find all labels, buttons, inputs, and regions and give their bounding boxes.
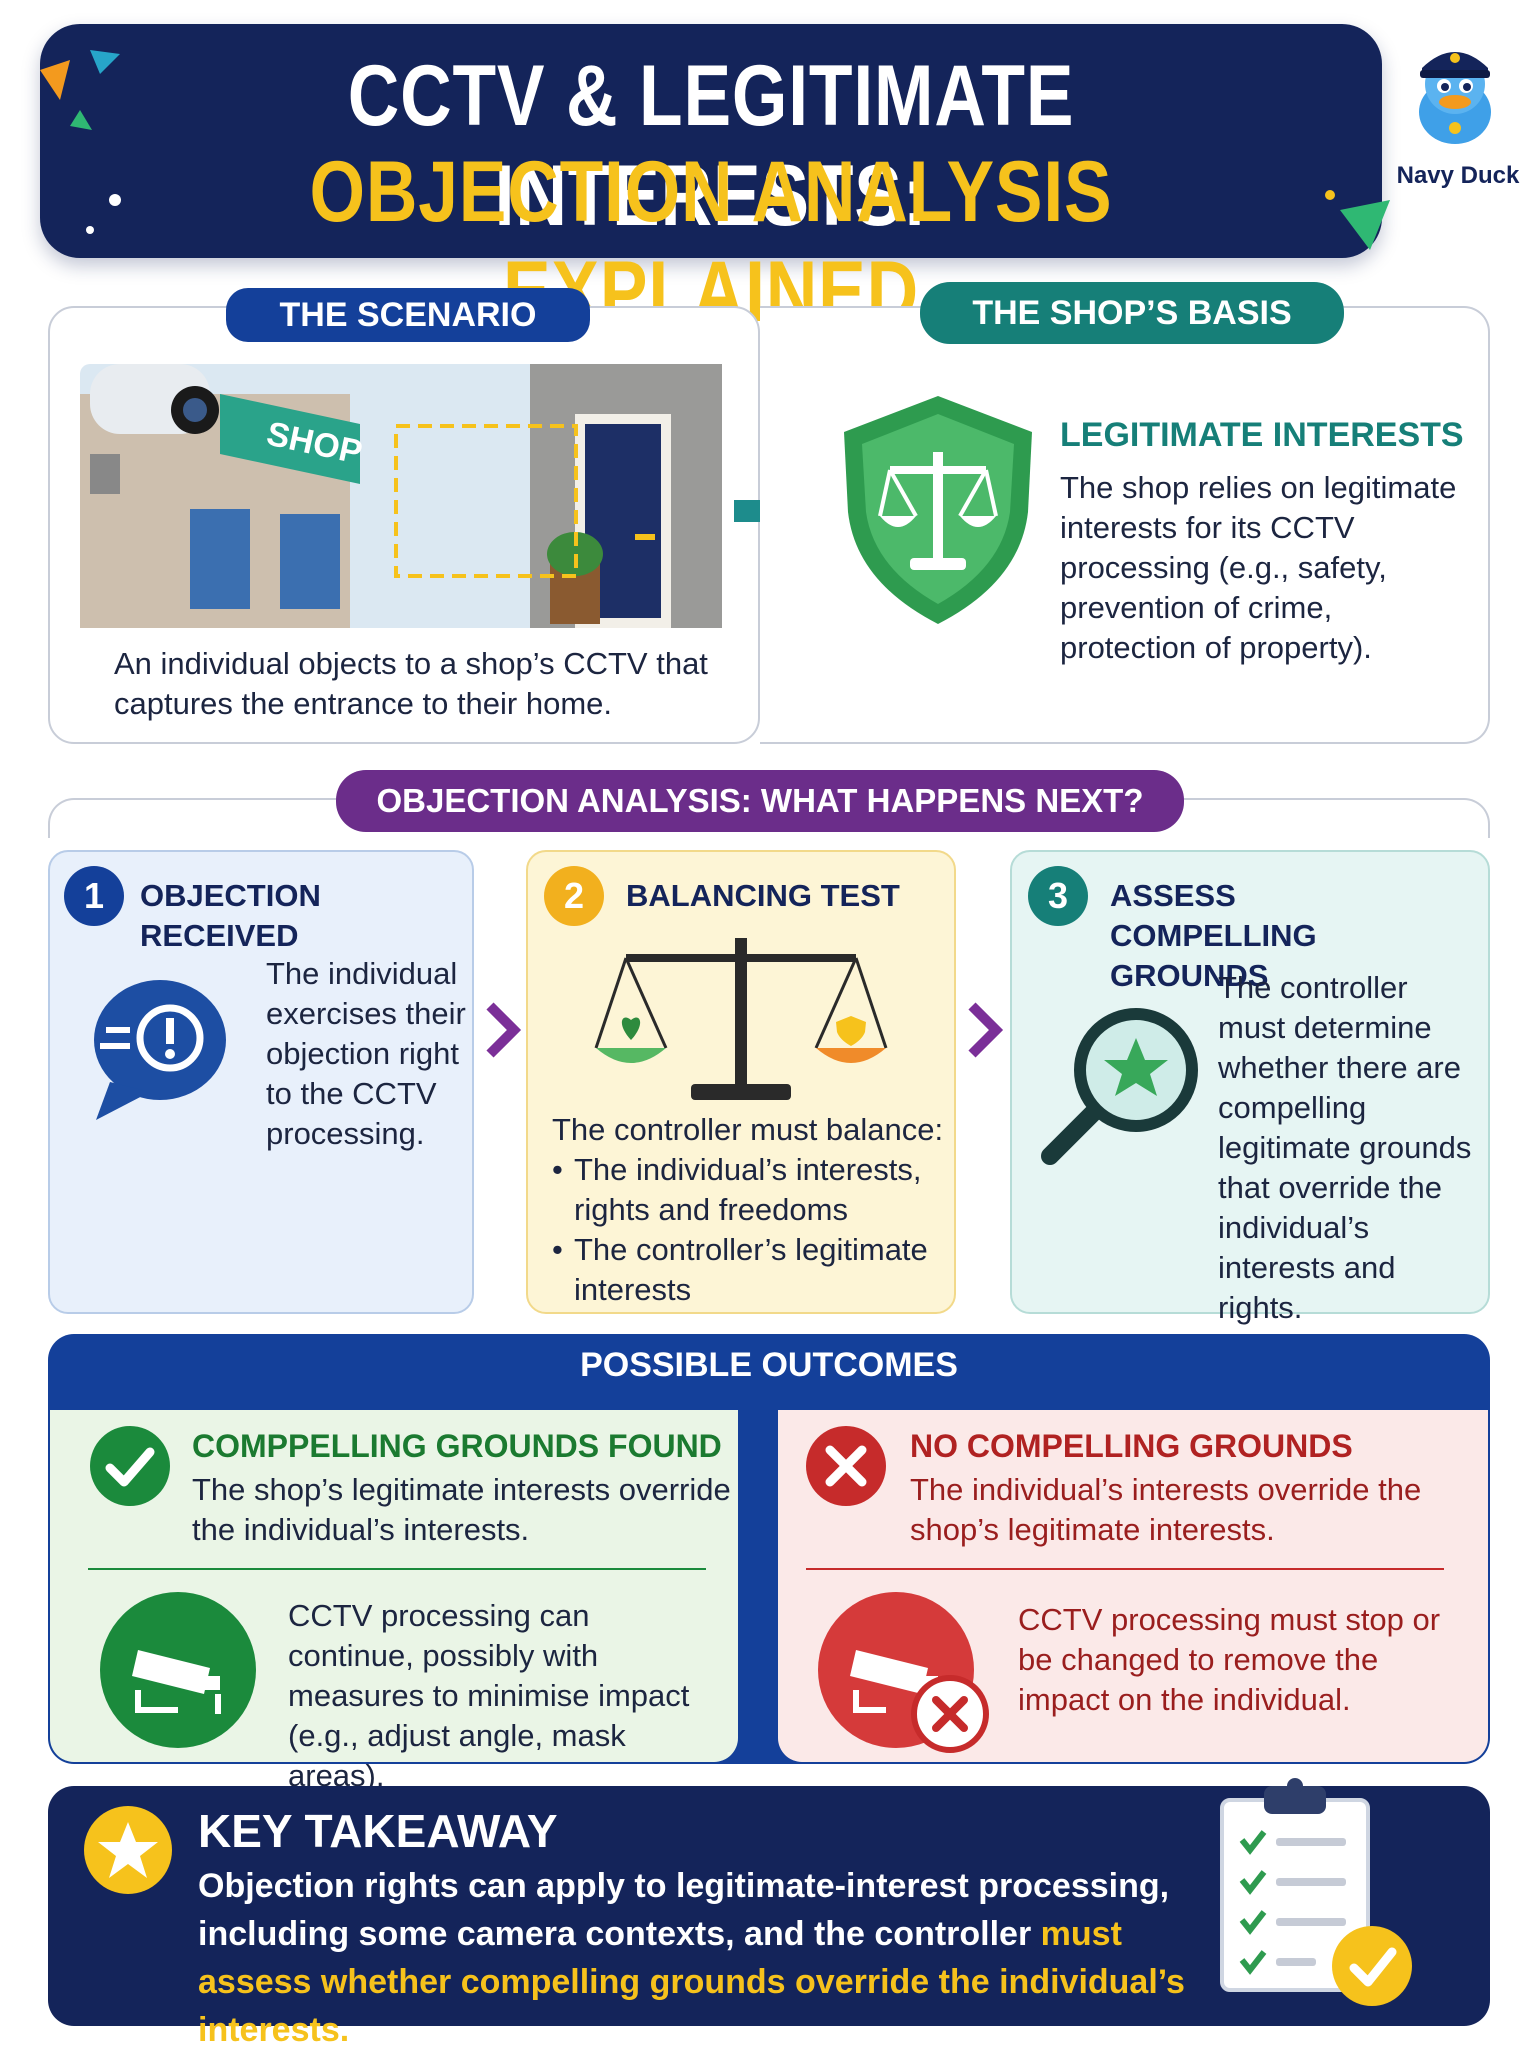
step-1-text: The individual exercises their objection…: [266, 956, 466, 1151]
outcome-none-text: The individual’s interests override the …: [910, 1472, 1422, 1547]
magnifier-star-icon: [1041, 1008, 1198, 1165]
clipboard-checklist-icon: [1220, 1778, 1412, 2006]
brand-name: Navy Duck: [1396, 162, 1520, 189]
check-circle-icon: [90, 1426, 170, 1506]
outcome-none-divider: [806, 1568, 1444, 1570]
chevron-right-icon-2: [968, 1002, 1004, 1058]
scenario-text: An individual objects to a shop’s CCTV t…: [114, 646, 708, 721]
step-2-number: 2: [544, 866, 604, 926]
scenario-label: THE SCENARIO: [226, 288, 590, 342]
outcome-none-title: NO COMPELLING GROUNDS: [910, 1428, 1353, 1464]
shield-scales-icon: [844, 396, 1032, 624]
step-3-title: ASSESS COMPELLING GROUNDS: [1110, 878, 1317, 993]
basis-label: THE SHOP’S BASIS: [920, 282, 1344, 344]
outcome-found-text: The shop’s legitimate interests override…: [192, 1472, 731, 1547]
header-banner: [40, 24, 1382, 258]
takeaway-title: KEY TAKEAWAY: [198, 1804, 898, 1858]
step-2-bullets: The individual’s interests, rights and f…: [552, 1150, 942, 1310]
camera-blocked-icon: [818, 1592, 989, 1753]
basis-text: The shop relies on legitimate interests …: [1060, 470, 1457, 665]
outcome-found-divider: [88, 1568, 706, 1570]
analysis-label: OBJECTION ANALYSIS: WHAT HAPPENS NEXT?: [336, 770, 1184, 832]
duck-logo: [1419, 52, 1491, 144]
star-badge-icon: [84, 1806, 172, 1894]
step-2-bullet-2: The controller’s legitimate interests: [552, 1230, 942, 1310]
outcome-found-result: CCTV processing can continue, possibly w…: [288, 1598, 690, 1793]
step-1-number: 1: [64, 866, 124, 926]
confetti-icon-right: [1325, 190, 1390, 250]
takeaway-title-text: KEY TAKEAWAY: [198, 1805, 558, 1857]
step-2-title: BALANCING TEST: [626, 878, 900, 913]
outcomes-label: POSSIBLE OUTCOMES: [580, 1346, 958, 1384]
step-3-number: 3: [1028, 866, 1088, 926]
chevron-right-icon: [486, 1002, 522, 1058]
step-3-text: The controller must determine whether th…: [1218, 970, 1472, 1325]
outcome-none-result: CCTV processing must stop or be changed …: [1018, 1602, 1441, 1717]
balance-scale-icon: [594, 938, 888, 1100]
step-2-bullet-1: The individual’s interests, rights and f…: [552, 1150, 942, 1230]
takeaway-text-highlight: must assess whether compelling grounds o…: [198, 1915, 1185, 2048]
confetti-icon: [40, 50, 121, 234]
step-2-intro: The controller must balance:: [552, 1112, 944, 1147]
step-1-title: OBJECTION RECEIVED: [140, 878, 321, 953]
x-circle-icon: [806, 1426, 886, 1506]
speech-alert-icon: [94, 980, 226, 1120]
outcome-found-title: COMPPELLING GROUNDS FOUND: [192, 1428, 722, 1464]
shop-illustration: SHOP: [80, 364, 722, 628]
takeaway-text-plain: Objection rights can apply to legitimate…: [198, 1867, 1170, 1953]
camera-ok-icon: [100, 1592, 256, 1748]
takeaway-text: Objection rights can apply to legitimate…: [198, 1862, 1198, 2048]
title-line-1: CCTV & LEGITIMATE INTERESTS:: [347, 48, 1075, 244]
basis-heading: LEGITIMATE INTERESTS: [1060, 416, 1464, 454]
